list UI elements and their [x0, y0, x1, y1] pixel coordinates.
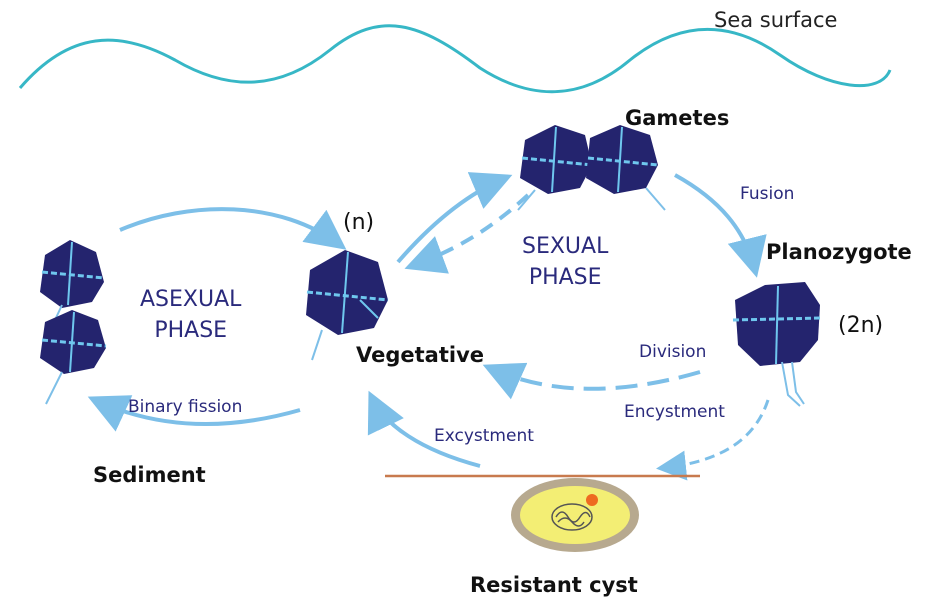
vegetative-label: Vegetative: [356, 343, 484, 367]
sexual-phase-line1: SEXUAL: [522, 234, 609, 259]
sediment-label: Sediment: [93, 463, 206, 487]
sea-surface-label: Sea surface: [714, 8, 838, 32]
excystment-label: Excystment: [434, 426, 534, 446]
resistant-cyst-label: Resistant cyst: [470, 573, 638, 597]
encystment-arrow: [656, 399, 770, 481]
gametes-label: Gametes: [625, 106, 730, 130]
fusion-label: Fusion: [740, 184, 795, 204]
binary-fission-label: Binary fission: [128, 397, 243, 417]
excystment-arrow: [367, 390, 481, 468]
resistant-cyst-icon: [511, 478, 639, 552]
planozygote-label: Planozygote: [766, 240, 912, 264]
encystment-label: Encystment: [624, 402, 725, 422]
asexual-phase-label: ASEXUAL PHASE: [140, 285, 241, 347]
asexual-arrow-bottom: [87, 395, 301, 432]
division-label: Division: [639, 342, 707, 362]
asexual-cell-lower-icon: [40, 310, 107, 405]
sexual-phase-label: SEXUAL PHASE: [522, 232, 608, 294]
asexual-phase-line1: ASEXUAL: [140, 287, 242, 312]
planozygote-cell-icon: [732, 282, 823, 407]
gametes-to-vegetative-dashed-arrow: [404, 193, 530, 274]
diploid-label: (2n): [838, 313, 884, 338]
gamete-cell-left-icon: [517, 125, 593, 211]
asexual-phase-line2: PHASE: [154, 317, 228, 343]
fusion-arrow: [674, 173, 767, 278]
division-dashed-arrow: [482, 362, 701, 400]
asexual-arrow-top: [119, 207, 347, 250]
sea-surface-wave: [18, 24, 892, 94]
sexual-phase-line2: PHASE: [528, 264, 602, 290]
vegetative-cell-icon: [306, 250, 389, 361]
haploid-label: (n): [343, 210, 375, 235]
gamete-cell-right-icon: [586, 125, 666, 211]
